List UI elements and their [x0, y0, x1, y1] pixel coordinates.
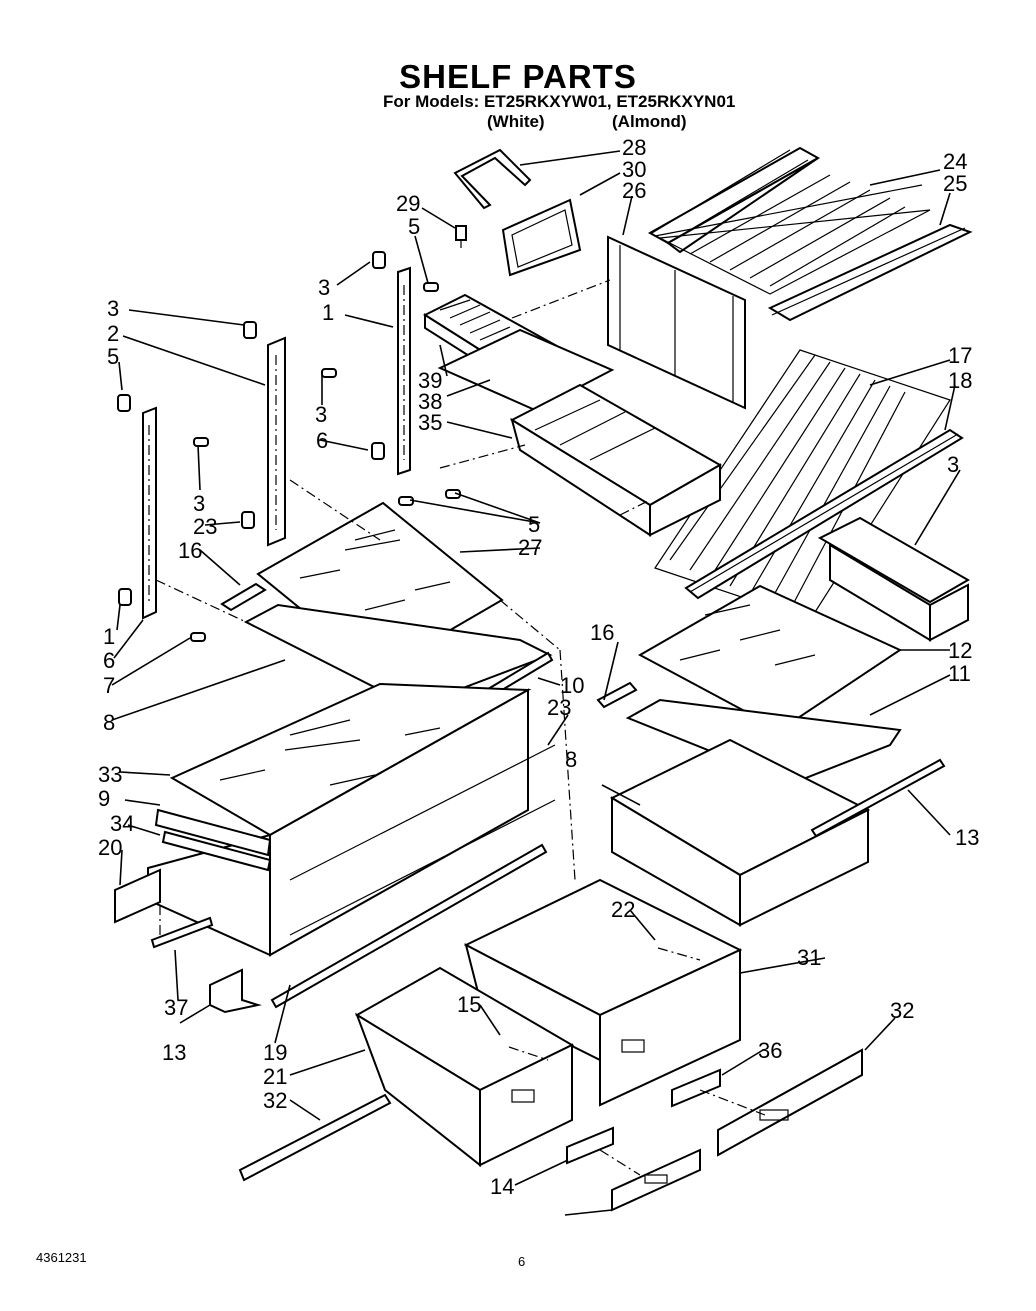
- callout-11: 33: [98, 762, 122, 787]
- crisper-frame: [147, 688, 556, 1009]
- leader-lines: [111, 150, 961, 1216]
- callout-20: 8: [565, 747, 577, 772]
- callout-22: 31: [797, 945, 821, 970]
- color-white-label: (White): [487, 112, 545, 131]
- callout-23: 16: [590, 620, 614, 645]
- callout-13: 15: [457, 992, 481, 1017]
- callout-23: 16: [178, 538, 202, 563]
- crisper-pan-19: [355, 966, 575, 1168]
- callout-25: 25: [943, 171, 967, 196]
- callout-35: 35: [418, 410, 442, 435]
- screw-29: [455, 225, 467, 248]
- callout-21: 32: [263, 1088, 287, 1113]
- callout-3: 1: [103, 624, 115, 649]
- callout-34: 20: [98, 835, 122, 860]
- callout-3: 5: [107, 344, 119, 369]
- callout-15: 19: [263, 1040, 287, 1065]
- bracket-part: [501, 198, 582, 277]
- callout-5: 3: [193, 491, 205, 516]
- callout-19: 21: [263, 1064, 287, 1089]
- color-almond-label: (Almond): [612, 112, 687, 131]
- callout-3: 3: [107, 296, 119, 321]
- callout-37: 13: [162, 1040, 186, 1065]
- callout-33: 9: [98, 786, 110, 811]
- callout-28: 28: [622, 135, 646, 160]
- page-title: SHELF PARTS: [399, 58, 637, 95]
- callout-5: 5: [408, 214, 420, 239]
- callout-3: 6: [316, 428, 328, 453]
- ladder-1-right: [397, 266, 411, 476]
- callout-29: 29: [396, 191, 420, 216]
- callout-8: 10: [560, 673, 584, 698]
- callout-labels: 28 30 26 29 5 24 25 3 1 3 2 39 38 35 17 …: [98, 135, 979, 1199]
- page-number: 6: [518, 1254, 526, 1269]
- part-number: 4361231: [36, 1250, 87, 1265]
- ladder-1-left: [142, 406, 157, 620]
- callout-27: 3: [947, 452, 959, 477]
- callout-31: 37: [164, 995, 188, 1020]
- callout-18: 18: [948, 368, 972, 393]
- handle-part: [453, 148, 532, 210]
- clips-and-screws: [117, 251, 461, 642]
- callout-32: 36: [758, 1038, 782, 1063]
- small-trim-parts: [114, 808, 272, 1014]
- callout-36: 32: [890, 998, 914, 1023]
- alignment-lines: [155, 279, 766, 1176]
- callout-6: 7: [103, 673, 115, 698]
- callout-2: 2: [107, 321, 119, 346]
- callout-38: 38: [418, 389, 442, 414]
- meat-drawer: [509, 383, 723, 537]
- callout-3: 23: [193, 514, 217, 539]
- callout-12: 11: [948, 661, 971, 686]
- callout-16: 27: [518, 535, 542, 560]
- callout-39: 39: [418, 368, 442, 393]
- callout-30: 30: [622, 157, 646, 182]
- rail-21: [238, 1093, 392, 1182]
- callout-10: 23: [547, 695, 571, 720]
- callout-7: 8: [103, 710, 115, 735]
- callout-5: 3: [315, 402, 327, 427]
- callout-6: 5: [528, 512, 540, 537]
- models-subtitle: For Models: ET25RKXYW01, ET25RKXYN01: [383, 92, 736, 111]
- callout-3: 3: [318, 275, 330, 300]
- callout-17: 17: [948, 343, 972, 368]
- door-bin-27: [817, 516, 971, 642]
- callout-13: 22: [611, 897, 635, 922]
- callout-24: 24: [943, 149, 967, 174]
- callout-8: 13: [955, 825, 979, 850]
- callout-1: 1: [322, 300, 334, 325]
- divider-panel: [607, 235, 746, 410]
- callout-16: 12: [948, 638, 972, 663]
- right-crisper-area: [596, 584, 946, 927]
- callout-9: 34: [110, 811, 134, 836]
- ladder-2: [267, 336, 286, 547]
- callout-32: 14: [490, 1174, 514, 1199]
- wire-shelf-upper: [647, 146, 973, 322]
- drawer-slides: [566, 1048, 863, 1212]
- callout-26: 26: [622, 178, 646, 203]
- crisper-pan-22: [463, 878, 743, 1107]
- callout-1: 6: [103, 648, 115, 673]
